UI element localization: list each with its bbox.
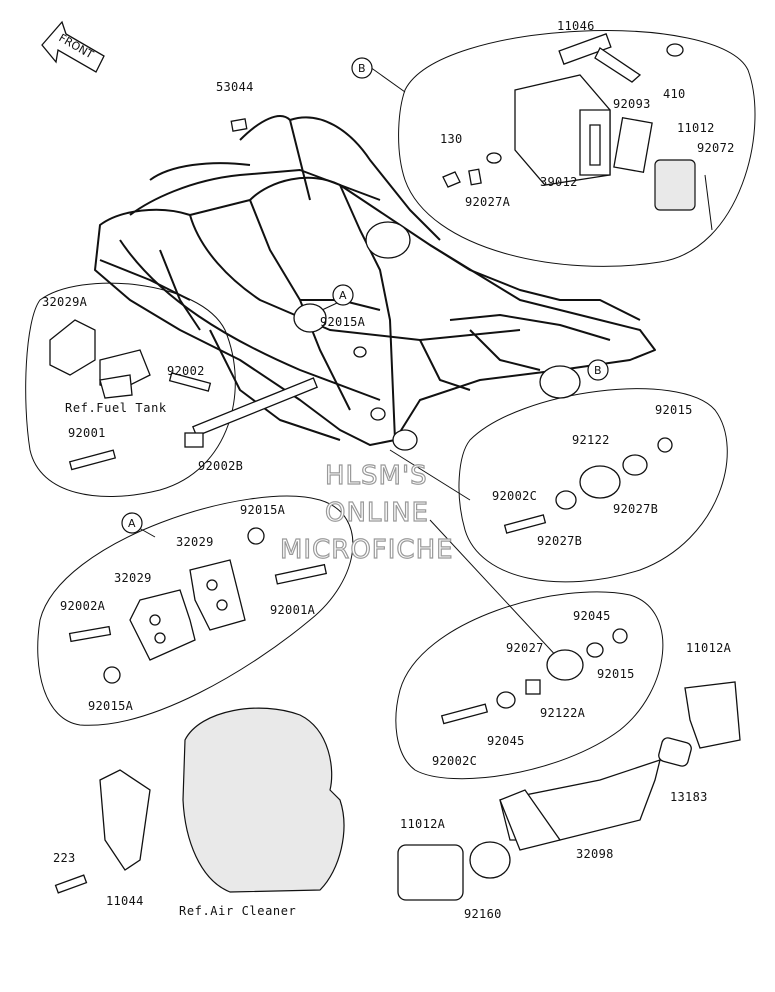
- part-labels: 53044 11046 410 92093 11012 92072 130 92…: [42, 19, 735, 921]
- label-32029A: 32029A: [42, 295, 88, 309]
- group-92122A-outline: [395, 591, 664, 780]
- label-92002B: 92002B: [198, 459, 243, 473]
- svg-text:B: B: [594, 364, 602, 377]
- group-b-parts: [442, 33, 713, 231]
- svg-text:A: A: [339, 289, 347, 302]
- callout-a-frame: A: [332, 284, 354, 306]
- ref-fuel-tank: Ref.Fuel Tank: [65, 401, 167, 415]
- group-b-outline: [398, 30, 756, 267]
- label-32029-a: 32029: [176, 535, 214, 549]
- label-92015A-top: 92015A: [320, 315, 366, 329]
- label-13183: 13183: [670, 790, 708, 804]
- callout-a-group: A: [121, 512, 143, 534]
- watermark: HLSM'S ONLINE MICROFICHE: [279, 460, 454, 565]
- label-32098: 32098: [576, 847, 614, 861]
- label-39012: 39012: [540, 175, 578, 189]
- watermark-line-3: MICROFICHE: [280, 535, 454, 565]
- label-92045-b: 92045: [487, 734, 525, 748]
- label-92027A: 92027A: [465, 195, 511, 209]
- group-a-outline: [37, 495, 354, 726]
- svg-text:A: A: [128, 517, 136, 530]
- label-92002C-a: 92002C: [492, 489, 537, 503]
- label-92027: 92027: [506, 641, 544, 655]
- label-92122A: 92122A: [540, 706, 586, 720]
- watermark-line-2: ONLINE: [325, 498, 429, 528]
- watermark-line-1: HLSM'S: [325, 461, 428, 491]
- label-92001A: 92001A: [270, 603, 316, 617]
- group-92122-parts: [503, 437, 673, 534]
- label-92027B-b: 92027B: [537, 534, 582, 548]
- label-11012A-b: 11012A: [400, 817, 446, 831]
- label-130: 130: [440, 132, 463, 146]
- label-92001: 92001: [68, 426, 106, 440]
- part-53044-shape: [230, 118, 248, 132]
- label-92015A-b: 92015A: [240, 503, 286, 517]
- label-92002: 92002: [167, 364, 205, 378]
- label-223: 223: [53, 851, 76, 865]
- ref-air-cleaner: Ref.Air Cleaner: [179, 904, 296, 918]
- label-92093: 92093: [613, 97, 651, 111]
- callout-b-frame: B: [587, 359, 609, 381]
- label-92015-b: 92015: [597, 667, 635, 681]
- label-92002A: 92002A: [60, 599, 106, 613]
- callout-b-top: B: [351, 57, 373, 79]
- chassis-frame: [94, 115, 656, 451]
- label-11012: 11012: [677, 121, 715, 135]
- label-53044: 53044: [216, 80, 254, 94]
- label-92072: 92072: [697, 141, 735, 155]
- label-11044: 11044: [106, 894, 144, 908]
- label-11046: 11046: [557, 19, 595, 33]
- label-92027B-a: 92027B: [613, 502, 658, 516]
- air-cleaner-parts: [54, 681, 741, 901]
- label-92160: 92160: [464, 907, 502, 921]
- label-92015A-c: 92015A: [88, 699, 134, 713]
- front-arrow: FRONT: [41, 20, 105, 73]
- group-92122-outline: [458, 388, 728, 583]
- group-a-parts: [68, 527, 328, 684]
- label-32029-b: 32029: [114, 571, 152, 585]
- label-92045-a: 92045: [573, 609, 611, 623]
- label-92015: 92015: [655, 403, 693, 417]
- group-fuel-parts: [49, 319, 318, 471]
- label-92122: 92122: [572, 433, 610, 447]
- label-11012A-a: 11012A: [686, 641, 732, 655]
- svg-text:B: B: [358, 62, 366, 75]
- label-410: 410: [663, 87, 686, 101]
- label-92002C-b: 92002C: [432, 754, 477, 768]
- group-92122A-parts: [440, 628, 628, 725]
